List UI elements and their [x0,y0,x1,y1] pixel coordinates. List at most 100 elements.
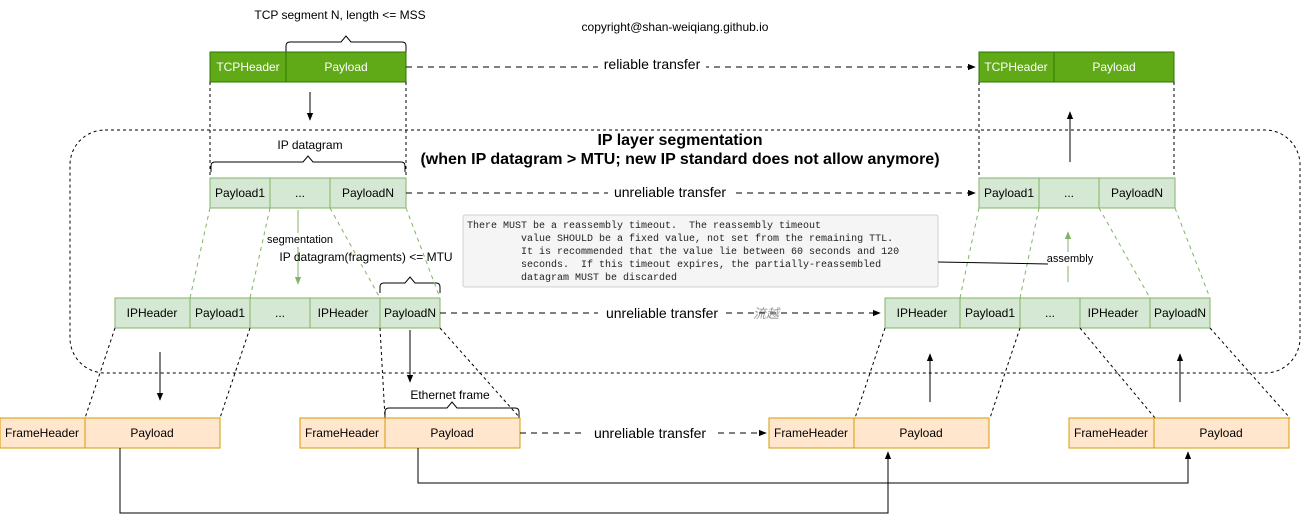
payload1-box [978,177,1040,209]
watermark: 流越 [753,307,781,322]
ethernet-frame-brace [384,401,520,418]
segmentation-label: segmentation [267,234,333,246]
ip-header-box [114,297,191,329]
tcp-segment-left: TCPHeader Payload [209,51,407,83]
guide-line [249,207,271,299]
payload-n-label: PayloadN [384,306,436,320]
frame-header-box [299,417,386,449]
ip-layer-region [69,129,1301,374]
tcp-segment-brace [285,35,407,52]
payload-n-label: PayloadN [1154,306,1206,320]
payload1-label: Payload1 [965,306,1015,320]
guide-line [439,327,521,419]
guide-line [1019,207,1040,299]
ip-datagram-left: Payload1 ... PayloadN [209,177,407,209]
ellipsis-label: ... [1045,306,1055,320]
tcp-payload-box [1053,51,1175,83]
payload1-box [959,297,1021,329]
guide-line [1174,207,1211,299]
ip-header-box [309,297,381,329]
unreliable-transfer-label: unreliable transfer [606,305,718,321]
note-line: value SHOULD be a fixed value, not set f… [467,233,893,245]
ellipsis-box [249,297,311,329]
ellipsis-label: ... [275,306,285,320]
payload1-box [189,297,251,329]
payload1-box [209,177,271,209]
note-connector [937,261,1049,265]
guide-line [989,327,1021,419]
note-line: seconds. If this timeout expires, the pa… [467,259,881,271]
tcp-header-label: TCPHeader [984,60,1047,74]
frame-payload-label: Payload [899,426,942,440]
ellipsis-label: ... [295,186,305,200]
ellipsis-box [1038,177,1100,209]
unreliable-transfer-label: unreliable transfer [614,184,726,200]
unreliable-transfer-label: unreliable transfer [594,425,706,441]
frame-4: FrameHeader Payload [1068,417,1290,449]
guide-line [405,207,441,299]
frame-payload-box [853,417,990,449]
frame-payload-box [384,417,521,449]
payload-n-label: PayloadN [342,186,394,200]
ip-header-label: IPHeader [318,306,369,320]
guide-line [219,327,251,419]
note-box [462,214,939,288]
copyright-label: copyright@shan-weiqiang.github.io [582,20,769,34]
guide-line [1098,207,1151,299]
tcp-segment-label: TCP segment N, length <= MSS [254,8,425,22]
ip-datagram-right: Payload1 ... PayloadN [978,177,1176,209]
frame-header-box [0,417,86,449]
frame-3: FrameHeader Payload [768,417,990,449]
assembly-bg [1044,252,1096,266]
tcp-header-label: TCPHeader [216,60,279,74]
payload1-label: Payload1 [215,186,265,200]
frame-header-label: FrameHeader [5,426,79,440]
reliable-transfer-label: reliable transfer [604,56,701,72]
ip-fragments-left: IPHeader Payload1 ... IPHeader PayloadN [114,297,441,329]
payload-n-box [1149,297,1211,329]
frame-payload-label: Payload [130,426,173,440]
ellipsis-label: ... [1064,186,1074,200]
tcp-header-box [978,51,1055,83]
frame-header-label: FrameHeader [1074,426,1148,440]
frame-header-box [768,417,855,449]
ip-header-box [1079,297,1151,329]
payload1-label: Payload1 [195,306,245,320]
frame-header-label: FrameHeader [305,426,379,440]
guide-line [189,207,211,299]
ip-fragments-right: IPHeader Payload1 ... IPHeader PayloadN [884,297,1211,329]
frame-payload-label: Payload [430,426,473,440]
unreliable-transfer-bg [586,424,714,442]
ip-header-label: IPHeader [1088,306,1139,320]
ip-fragments-label: IP datagram(fragments) <= MTU [279,250,452,264]
frame-route-line [417,448,1192,484]
frame-1: FrameHeader Payload [0,417,221,449]
frame-route-line [119,448,892,514]
note-line: There MUST be a reassembly timeout. The … [467,220,821,232]
ip-header-box [884,297,961,329]
unreliable-transfer-bg [608,184,734,202]
payload1-label: Payload1 [984,186,1034,200]
ethernet-frame-label: Ethernet frame [410,388,490,402]
unreliable-transfer-bg [598,304,726,322]
note-line: datagram MUST be discarded [467,272,677,284]
guide-line [84,327,116,419]
guide-line [959,207,980,299]
payload-n-box [1098,177,1176,209]
guide-line [854,327,886,419]
ip-layer-title: IP layer segmentation [597,132,762,149]
frame-payload-box [84,417,221,449]
ip-fragment-brace [379,276,441,293]
guide-line [329,207,381,299]
frame-payload-label: Payload [1199,426,1242,440]
ip-layer-subtitle: (when IP datagram > MTU; new IP standard… [420,151,939,168]
payload-n-box [379,297,441,329]
frame-payload-box [1153,417,1290,449]
ip-datagram-label: IP datagram [277,138,342,152]
reassembly-timeout-note: There MUST be a reassembly timeout. The … [462,214,939,288]
segmentation-bg [264,233,336,247]
reliable-transfer-bg [598,56,706,74]
ip-header-label: IPHeader [897,306,948,320]
note-line: It is recommended that the value lie bet… [467,246,899,258]
